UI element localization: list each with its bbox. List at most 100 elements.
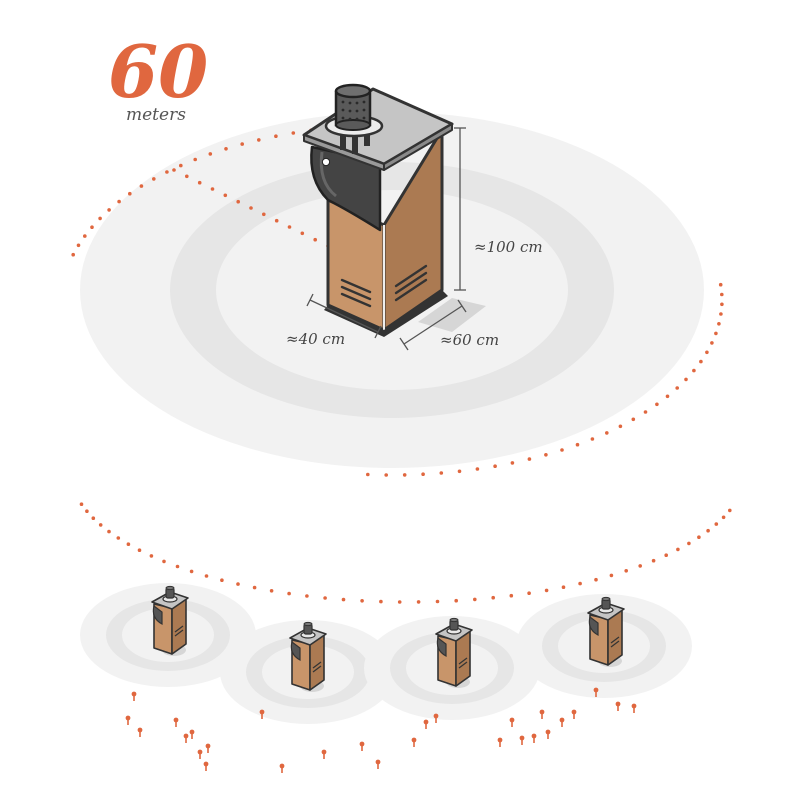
range-dot [705,350,709,355]
range-dot [699,359,703,364]
range-dot [107,208,111,212]
sensor-pin [182,732,190,744]
coverage-dot [697,535,701,539]
range-dot [605,431,609,435]
coverage-dot [687,541,691,546]
coverage-dot [379,599,383,604]
range-dot [291,131,296,135]
coverage-dot [609,573,614,578]
coverage-dot [624,569,628,573]
range-dot [560,448,564,452]
coverage-dot [561,585,566,589]
range-value: 60 [108,29,208,114]
radius-dot [287,225,292,229]
range-dot [655,402,659,407]
sensor-pin [496,736,504,748]
radius-dot [197,180,202,185]
coverage-dot [454,598,459,603]
range-dot [719,312,723,316]
coverage-dot [578,581,582,586]
range-dot [618,424,623,429]
coverage-dot [116,536,121,540]
sensor-pin [204,742,212,754]
coverage-dot [91,516,96,520]
range-dot [575,442,580,447]
radius-dot [185,174,189,179]
coverage-dot [397,600,402,604]
coverage-dot [416,600,421,604]
sensor-pin [130,690,138,702]
coverage-dot [323,596,327,600]
station-hood [310,145,382,232]
range-dot [718,282,723,287]
range-dot [165,170,169,174]
range-dot [274,134,278,138]
coverage-dot [287,591,291,596]
sensor-pin [374,758,382,770]
coverage-dot [360,599,364,603]
range-dot [83,234,87,238]
range-dot [684,377,688,382]
coverage-dot [527,591,531,595]
range-unit: meters [126,105,186,125]
sensor-pin [358,740,366,752]
coverage-dot [638,564,642,568]
coverage-dot [341,597,346,602]
range-dot [366,472,370,477]
radius-dotted-line [172,168,330,248]
range-dot [439,471,444,475]
range-dot [240,142,244,146]
dimension-lines [306,127,467,351]
sensor-pin [538,708,546,720]
coverage-arc-dotted-line [79,502,732,604]
sensor-pin [422,718,430,730]
range-dot [76,243,81,248]
range-dot [714,331,718,336]
range-dot [257,138,261,142]
range-dot [128,191,132,196]
range-dot [675,386,679,390]
range-dot [117,199,121,204]
coverage-dot [721,515,726,520]
coverage-dot [126,542,131,546]
coverage-dot [85,509,89,513]
coverage-dot [714,522,719,526]
range-dot [631,417,636,422]
coverage-dot [509,593,514,598]
coverage-dot [79,502,84,507]
sensor-pin [508,716,516,728]
coverage-dot [651,558,656,563]
radius-dot [262,212,266,217]
width-dimension-label: ≈40 cm [286,330,345,348]
coverage-dot [544,588,549,593]
sensor-pin [518,734,526,746]
coverage-dot [189,569,194,574]
depth-dimension-label: ≈60 cm [440,331,499,349]
range-dot [510,461,515,465]
coverage-dot [473,597,477,602]
coverage-dot [252,585,257,590]
sensor-pin [202,760,210,772]
coverage-dot [149,554,154,558]
radius-dot [223,193,228,198]
coverage-dot [107,529,111,534]
sensor-pin [320,748,328,760]
range-dot [224,147,228,151]
sensor-pin [530,732,538,744]
range-dot [152,177,156,181]
sensor-pin [630,702,638,714]
range-dot [643,410,648,414]
range-dot [590,437,595,441]
coverage-dot [269,589,274,593]
coverage-dot [491,595,496,600]
range-dot [475,467,480,471]
sensor-pin [136,726,144,738]
sensor-pin [614,700,622,712]
radius-dot [313,237,318,242]
sensor-pin [558,716,566,728]
coverage-dot [664,553,668,557]
sensor-pin [410,736,418,748]
range-dot [720,292,724,297]
sensor-pin [188,728,196,740]
sensor-pin [172,716,180,728]
